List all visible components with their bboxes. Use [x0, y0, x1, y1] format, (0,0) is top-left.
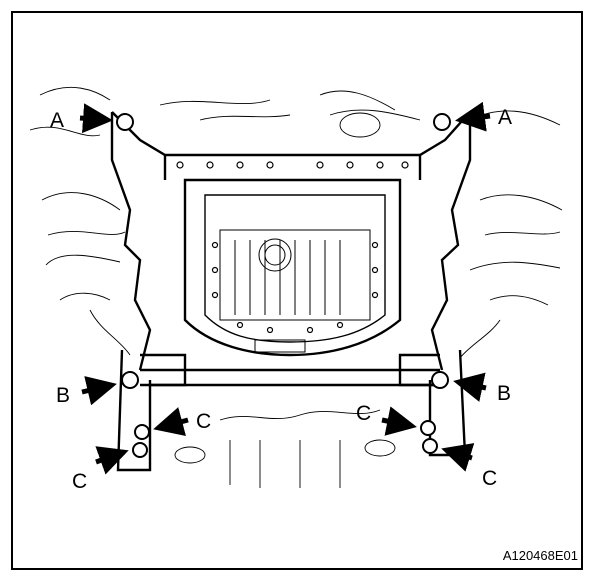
arrow-b-left — [81, 376, 117, 406]
bolt-holes — [176, 161, 409, 334]
callout-c-right-lower: C — [482, 467, 497, 490]
arrow-c-left-upper — [153, 407, 189, 437]
arrow-a-left — [79, 103, 113, 134]
callout-a-left: A — [50, 109, 64, 132]
bolt-b-right — [431, 371, 449, 389]
bolt-c-right-lower — [422, 438, 438, 454]
pointer-arrows — [79, 101, 491, 475]
callout-c-right-upper: C — [356, 402, 371, 425]
callout-b-left: B — [56, 384, 70, 407]
image-code: A120468E01 — [502, 548, 578, 563]
callout-labels: A A B B C C C C — [50, 106, 512, 493]
arrow-c-left-lower — [95, 446, 129, 475]
arrow-a-right — [455, 101, 491, 132]
bolt-a-left — [116, 113, 134, 131]
oil-pan-detail — [219, 229, 371, 353]
callout-c-left-lower: C — [72, 470, 87, 493]
bolt-a-right — [433, 113, 451, 131]
bolt-c-left-upper — [134, 424, 150, 440]
arrow-b-right — [453, 372, 487, 402]
callout-a-right: A — [498, 106, 512, 129]
bolt-b-left — [121, 371, 139, 389]
crossmember-frame — [110, 111, 472, 472]
callout-c-left-upper: C — [196, 410, 211, 433]
arrow-c-right-upper — [381, 406, 417, 436]
callout-b-right: B — [497, 382, 511, 405]
bolt-c-left-lower — [132, 442, 148, 458]
arrow-c-right-lower — [441, 443, 475, 472]
mount-bolts — [116, 113, 451, 458]
bolt-c-right-upper — [420, 420, 436, 436]
background-engine-sketch — [29, 86, 563, 488]
